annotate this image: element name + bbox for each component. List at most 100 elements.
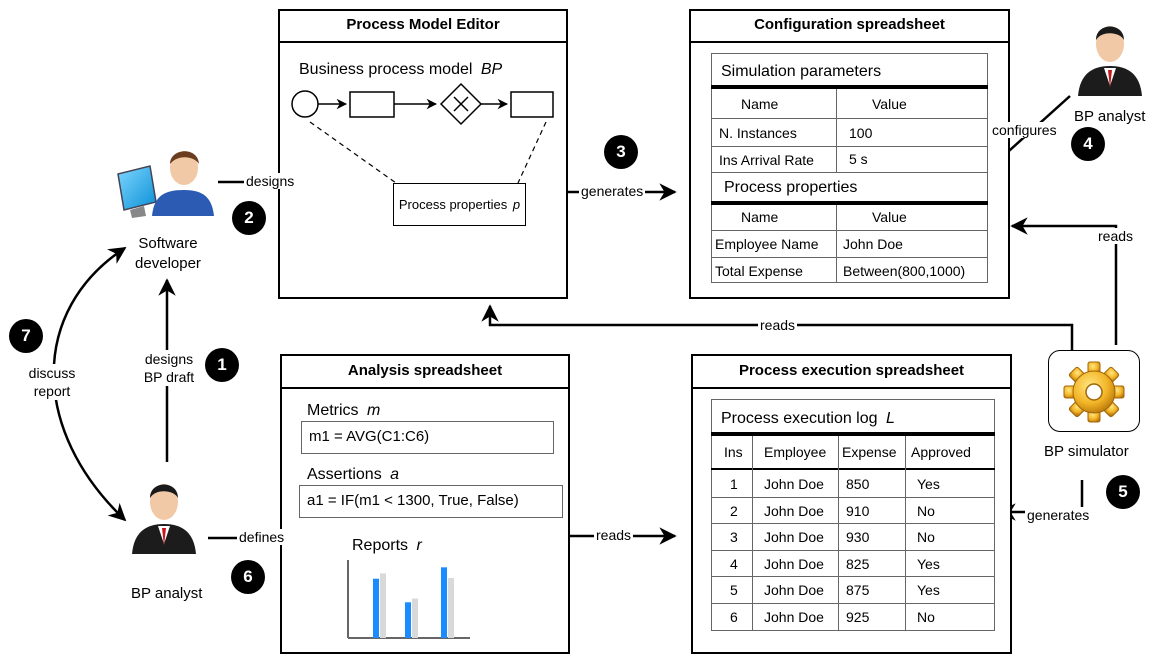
exec-row-1-cell-2: John Doe <box>764 476 824 492</box>
exec-row-divider <box>711 496 995 498</box>
exec-row-3-cell-1: 3 <box>730 529 738 545</box>
metrics-label: Metrics m <box>307 402 380 420</box>
exec-row-4-cell-1: 4 <box>730 555 738 572</box>
reports-var: r <box>416 537 422 554</box>
exec-row-4-cell-3: 825 <box>846 555 870 572</box>
exec-row-5-cell-3: 875 <box>846 582 870 598</box>
assertion-formula-box <box>299 485 563 518</box>
discuss-report-label: discuss report <box>20 364 84 400</box>
report-bar-3-2 <box>448 577 454 638</box>
sim-param-row-1-name: N. Instances <box>719 125 797 141</box>
exec-log-title: Process execution log L <box>721 410 895 428</box>
exec-row-5-cell-1: 5 <box>730 582 738 598</box>
exec-log-var: L <box>885 410 895 427</box>
exec-row-3-cell-3: 930 <box>846 529 870 545</box>
sim-param-row-2-value: 5 s <box>849 151 868 167</box>
bp-analyst-left-icon <box>132 484 196 554</box>
sim-params-rule <box>711 85 988 89</box>
generates-exec-label: generates <box>1025 507 1092 523</box>
exec-row-3-cell-2: John Doe <box>764 529 824 545</box>
assertions-label: Assertions a <box>307 466 399 484</box>
sim-header-name: Name <box>741 96 779 112</box>
report-bar-2-1 <box>405 602 411 638</box>
assertion-formula: a1 = IF(m1 < 1300, True, False) <box>307 492 519 509</box>
step-badge-4: 4 <box>1071 127 1105 161</box>
reads-exec-label: reads <box>594 527 634 543</box>
designs-label: designs <box>244 173 297 189</box>
reads-editor-label: reads <box>758 317 798 333</box>
exec-row-6-cell-4: No <box>917 608 935 625</box>
analysis-spreadsheet-title: Analysis spreadsheet <box>347 362 503 379</box>
step-badge-1: 1 <box>205 348 239 382</box>
process-model-editor-title: Process Model Editor <box>346 16 500 33</box>
proc-prop-row-2-name: Total Expense <box>715 263 803 279</box>
sim-param-row-1-value: 100 <box>849 125 873 141</box>
bpmn-task-2 <box>510 91 554 118</box>
exec-header-ins: Ins <box>724 444 743 460</box>
exec-row-2-cell-3: 910 <box>846 502 870 519</box>
sim-params-title: Simulation parameters <box>721 63 882 80</box>
dashed-link-right <box>517 121 547 184</box>
exec-row-1-cell-4: Yes <box>917 476 940 492</box>
software-developer-icon <box>117 151 214 218</box>
editor-title-divider <box>278 41 568 43</box>
exec-header-employee: Employee <box>764 444 827 460</box>
sim-header-value: Value <box>872 96 907 112</box>
exec-row-6-cell-3: 925 <box>846 608 870 625</box>
defines-label: defines <box>237 529 287 545</box>
proc-prop-row-1-value: John Doe <box>843 236 903 252</box>
prop-header-name: Name <box>741 209 779 225</box>
exec-row-6-cell-1: 6 <box>730 608 738 625</box>
software-developer-label: Software developer <box>135 235 201 272</box>
exec-log-title-text: Process execution log <box>721 410 878 427</box>
bp-simulator-label: BP simulator <box>1044 443 1129 460</box>
exec-row-1-cell-3: 850 <box>846 476 870 492</box>
exec-row-divider <box>711 549 995 551</box>
exec-header-rule <box>711 468 995 470</box>
exec-col-divider <box>838 436 839 630</box>
bp-analyst-right-label: BP analyst <box>1074 108 1146 125</box>
exec-row-divider <box>711 602 995 604</box>
report-bar-2-2 <box>412 598 418 638</box>
exec-row-4-cell-4: Yes <box>917 555 940 572</box>
proc-prop-row-1-name: Employee Name <box>715 236 819 252</box>
designs-bp-draft-label: designs BP draft <box>133 350 205 386</box>
exec-row-divider <box>711 576 995 577</box>
config-title-divider <box>689 41 1010 43</box>
reports-label: Reports r <box>352 537 422 555</box>
process-properties-text: Process properties <box>398 197 508 212</box>
bp-model-var: BP <box>480 61 503 78</box>
sim-param-row-2-name: Ins Arrival Rate <box>719 152 814 168</box>
step-badge-6: 6 <box>231 560 265 594</box>
proc-props-title: Process properties <box>724 179 858 196</box>
exec-row-4-cell-2: John Doe <box>764 555 824 572</box>
metric-formula-box <box>301 421 554 454</box>
process-properties-var: p <box>512 197 521 212</box>
exec-row-divider <box>711 523 995 524</box>
assertions-label-text: Assertions <box>307 466 382 483</box>
step-badge-3: 3 <box>604 135 638 169</box>
bp-analyst-left-label: BP analyst <box>131 585 203 602</box>
metrics-var: m <box>367 402 381 419</box>
gear-icon <box>1063 361 1125 423</box>
step-badge-5: 5 <box>1106 475 1140 509</box>
report-bar-1-1 <box>373 578 379 638</box>
process-execution-spreadsheet-title: Process execution spreadsheet <box>738 362 965 379</box>
exec-header-approved: Approved <box>911 444 971 460</box>
report-bar-1-2 <box>380 573 386 638</box>
exec-row-2-cell-4: No <box>917 502 935 519</box>
bpmn-task-1 <box>349 91 395 118</box>
proc-props-rule <box>711 201 988 205</box>
dashed-link-left <box>309 121 397 184</box>
bpmn-start-event <box>291 90 319 118</box>
prop-header-value: Value <box>872 209 907 225</box>
bp-model-label: Business process model BP <box>299 61 502 79</box>
config-table <box>711 53 988 283</box>
bpmn-xor-mark-b <box>453 96 469 112</box>
exec-row-2-cell-1: 2 <box>730 502 738 519</box>
exec-row-6-cell-2: John Doe <box>764 608 824 625</box>
generates-config-label: generates <box>579 183 646 199</box>
exec-log-table <box>711 399 995 631</box>
exec-row-5-cell-2: John Doe <box>764 582 824 598</box>
